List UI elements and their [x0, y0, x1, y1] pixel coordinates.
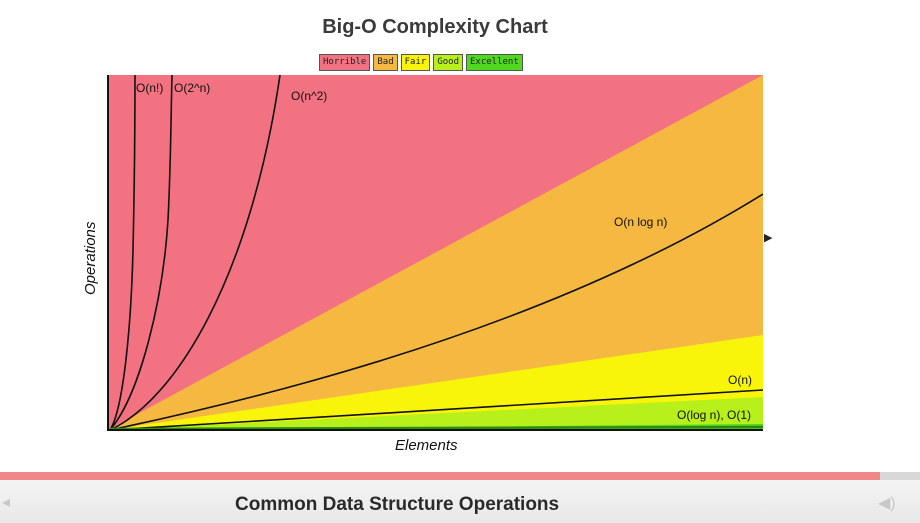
legend-item-good: Good: [433, 54, 463, 71]
legend-item-horrible: Horrible: [319, 54, 371, 71]
next-slide-bar: ◂ Common Data Structure Operations ◀): [0, 480, 920, 523]
region-bad: [108, 75, 763, 430]
legend: Horrible Bad Fair Good Excellent: [319, 54, 523, 71]
slide-progress-fill: [0, 472, 880, 480]
label-log-constant: O(log n), O(1): [677, 408, 751, 422]
complexity-plot: O(n!) O(2^n) O(n^2) O(n log n) O(n) O(lo…: [82, 74, 764, 454]
chart-title: Big-O Complexity Chart: [322, 16, 548, 38]
legend-item-excellent: Excellent: [466, 54, 523, 71]
label-factorial: O(n!): [136, 81, 163, 95]
curve-log-constant: [109, 425, 764, 431]
curve-exponential: [109, 74, 173, 431]
label-exponential: O(2^n): [174, 81, 210, 95]
x-axis-label: Elements: [395, 437, 458, 454]
mouse-cursor-icon: ▶: [764, 232, 773, 244]
volume-icon[interactable]: ◀): [878, 495, 896, 512]
previous-arrow-icon[interactable]: ◂: [2, 494, 11, 511]
curve-linear: [109, 389, 764, 431]
label-quadratic: O(n^2): [291, 89, 327, 103]
curve-nlogn: [109, 193, 764, 431]
y-axis-label: Operations: [82, 221, 99, 295]
legend-item-fair: Fair: [400, 54, 431, 71]
slide-progress-bar[interactable]: [0, 472, 920, 480]
label-linear: O(n): [728, 373, 752, 387]
curve-factorial: [109, 74, 136, 431]
label-nlogn: O(n log n): [614, 215, 667, 229]
curve-quadratic: [109, 74, 281, 431]
region-good: [108, 397, 763, 430]
next-slide-title: Common Data Structure Operations: [235, 494, 560, 515]
legend-item-bad: Bad: [373, 54, 398, 71]
